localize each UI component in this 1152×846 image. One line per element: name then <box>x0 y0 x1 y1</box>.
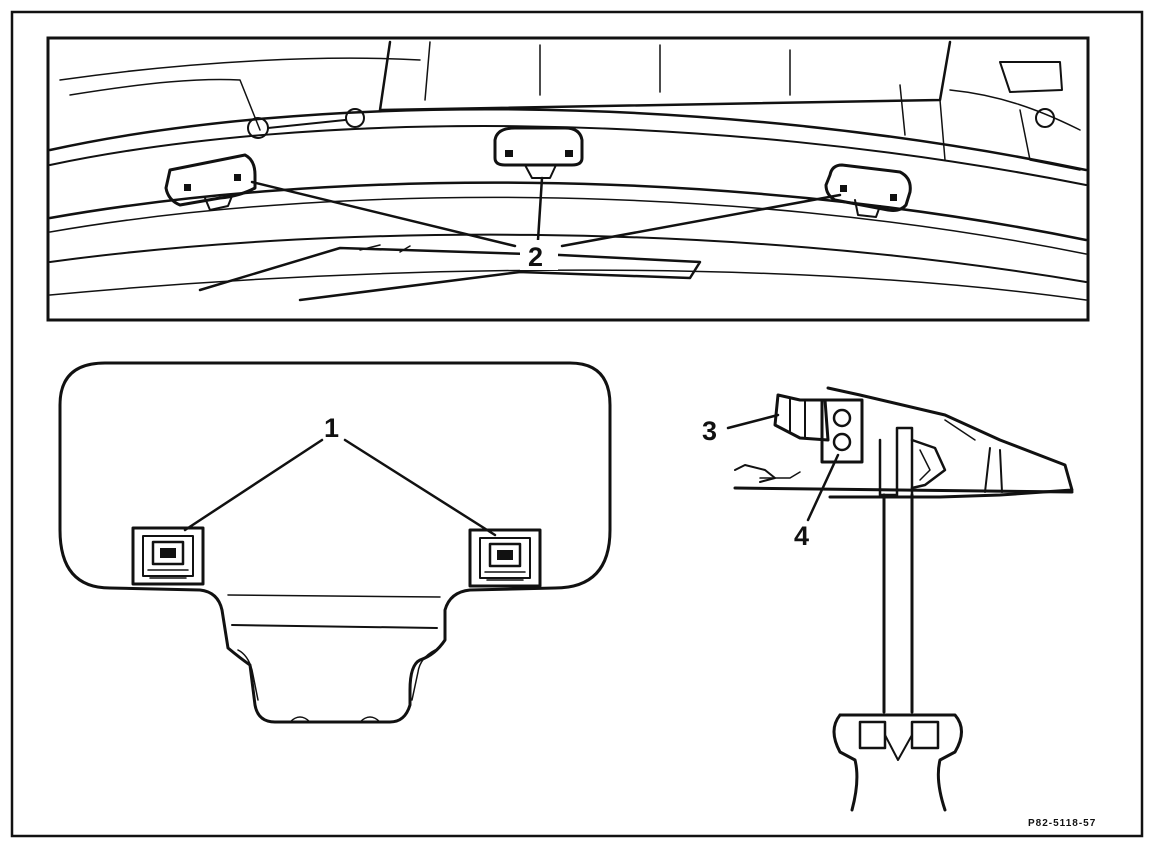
callout-1: 1 <box>324 413 339 443</box>
nozzle-detail-view: 1 <box>58 361 612 724</box>
nozzle-left <box>164 153 257 211</box>
retaining-clip-right <box>468 528 542 588</box>
hood-underside-view: 2 <box>46 36 1090 322</box>
retaining-clip-left <box>131 526 205 586</box>
callout-4: 4 <box>794 521 809 551</box>
top-panel-frame <box>46 36 1090 322</box>
nozzle-right <box>824 163 912 218</box>
nozzle-side-view: 3 4 <box>702 386 1074 812</box>
figure-reference-code: P82-5118-57 <box>1028 818 1096 829</box>
nozzle-center <box>493 126 584 179</box>
outer-frame <box>10 10 1144 838</box>
callout-2: 2 <box>528 242 543 272</box>
callout-3: 3 <box>702 416 717 446</box>
